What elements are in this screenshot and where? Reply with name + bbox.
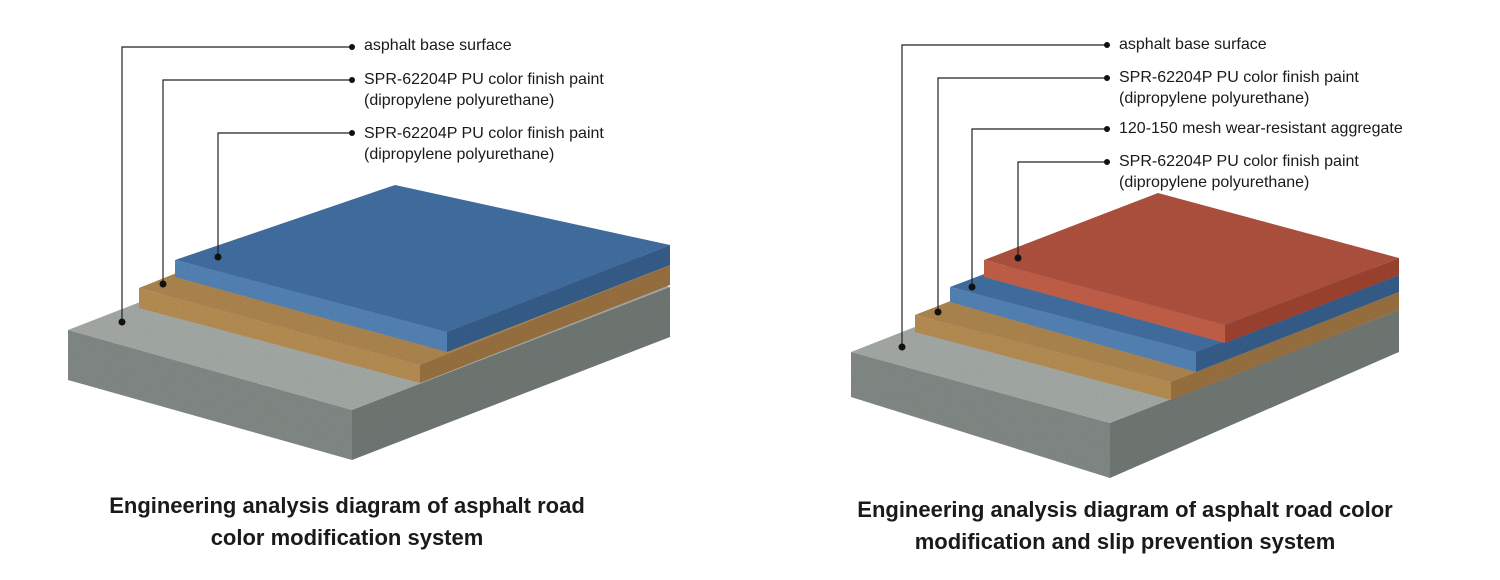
label-line: SPR-62204P PU color finish paint (1119, 69, 1359, 86)
label-line: SPR-62204P PU color finish paint (1119, 153, 1359, 170)
right-diagram-title: Engineering analysis diagram of asphalt … (805, 494, 1445, 558)
label-line: asphalt base surface (364, 37, 512, 54)
label-line: (dipropylene polyurethane) (364, 146, 555, 163)
label-line: (dipropylene polyurethane) (1119, 90, 1310, 107)
left-leader-lines (121, 46, 352, 322)
right-label-finish-paint-2: SPR-62204P PU color finish paint (diprop… (1119, 151, 1359, 193)
title-line: color modification system (210, 525, 484, 550)
label-line: SPR-62204P PU color finish paint (364, 125, 604, 142)
left-label-asphalt-base: asphalt base surface (364, 35, 512, 56)
title-line: Engineering analysis diagram of asphalt … (109, 493, 585, 518)
left-label-finish-paint-2: SPR-62204P PU color finish paint (diprop… (364, 123, 604, 165)
label-line: SPR-62204P PU color finish paint (364, 71, 604, 88)
label-line: (dipropylene polyurethane) (364, 92, 555, 109)
title-line: modification and slip prevention system (914, 529, 1336, 554)
title-line: Engineering analysis diagram of asphalt … (857, 497, 1393, 522)
right-leader-lines (901, 44, 1107, 347)
left-label-finish-paint-1: SPR-62204P PU color finish paint (diprop… (364, 69, 604, 111)
label-line: 120-150 mesh wear-resistant aggregate (1119, 120, 1403, 137)
right-label-asphalt-base: asphalt base surface (1119, 34, 1267, 55)
right-red-finish-layer (984, 193, 1399, 343)
right-leader-dots (898, 42, 1110, 351)
left-blue-finish-layer (175, 185, 670, 352)
label-line: (dipropylene polyurethane) (1119, 174, 1310, 191)
left-leader-dots (118, 44, 355, 326)
left-diagram-title: Engineering analysis diagram of asphalt … (27, 490, 667, 554)
label-line: asphalt base surface (1119, 36, 1267, 53)
right-label-finish-paint-1: SPR-62204P PU color finish paint (diprop… (1119, 67, 1359, 109)
right-label-aggregate: 120-150 mesh wear-resistant aggregate (1119, 118, 1403, 139)
